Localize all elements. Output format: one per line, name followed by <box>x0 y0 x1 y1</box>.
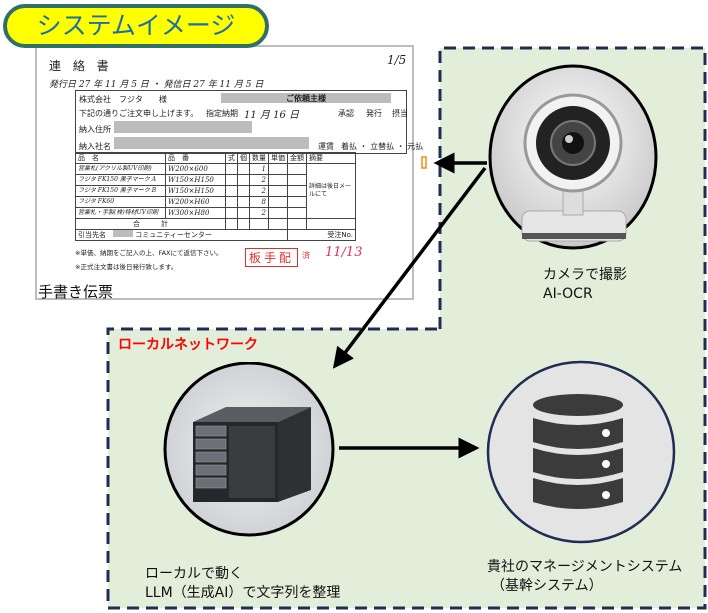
total-row: 合 計 <box>75 218 356 230</box>
slip-stamp-label: 摂当 <box>392 109 408 118</box>
item-qty: 2 <box>249 174 269 186</box>
slip-footer: ※正式注文書は後日発行致します。 <box>75 263 178 271</box>
total-label: 合 計 <box>75 218 226 230</box>
column-header: 金額 <box>287 152 307 164</box>
column-header: 品 番 <box>165 152 226 164</box>
stamp-date: 11/13 <box>325 245 363 260</box>
slip-items-table: 品 名 品 番 式 個 数量 単価 金額 摘要 営業札(アクリル製UV印刷)W2… <box>75 152 356 241</box>
item-code: W200×600 <box>165 163 226 175</box>
slip-delivery-name: 納入社名 <box>79 142 111 151</box>
column-header: 摘要 <box>306 152 356 164</box>
camera-label-line: AI-OCR <box>543 286 593 302</box>
column-header: 個 <box>237 152 250 164</box>
slip-stamp-label: 承認 <box>338 109 354 118</box>
camera-label-line: カメラで撮影 <box>543 267 627 283</box>
column-header: 品 名 <box>75 152 166 164</box>
slip-issue-line: 発行日 27 年 11 月 5 日 ・ 発信日 27 年 11 月 5 日 <box>49 80 264 90</box>
slip-to-company: 株式会社 フジタ 様 <box>79 95 167 104</box>
doc-caption: 手書き伝票 <box>38 283 114 301</box>
llm-label-line: ローカルで動く <box>145 566 243 582</box>
camera-label: カメラで撮影 AI-OCR <box>543 266 627 304</box>
item-name: フジタ FK60 <box>75 196 166 208</box>
slip-due-value: 11 月 16 日 <box>244 110 299 121</box>
stamp-done: 済 <box>302 251 310 260</box>
title-pill: システムイメージ <box>3 4 269 48</box>
slip-footer: ※単価、納期をご記入の上、FAXにて返信下さい。 <box>75 249 223 257</box>
table-header-row: 品 名 品 番 式 個 数量 単価 金額 摘要 <box>75 152 356 164</box>
item-name: フジタ FK150 黒子マーク A <box>75 174 166 186</box>
slip-heading: 連 絡 書 <box>49 59 113 73</box>
item-qty: 8 <box>249 196 269 208</box>
redaction <box>114 121 252 133</box>
note-bubble: 詳細は後日メールにて <box>306 163 356 219</box>
server-icon <box>163 362 335 537</box>
slip-client: ご依頼主様 <box>286 94 326 103</box>
redaction <box>221 93 391 103</box>
pickup-row: 引当先名 コミュニティーセンター 受注No. <box>75 229 356 241</box>
system-label-line: 貴社のマネージメントシステム <box>487 559 683 575</box>
slip-due-label: 指定納期 <box>206 109 238 118</box>
item-code: W150×H150 <box>165 185 226 197</box>
llm-label: ローカルで動く LLM（生成AI）で文字列を整理 <box>145 565 340 603</box>
item-name: 営業札・手製(株)特材UV印刷 <box>75 207 166 219</box>
item-name: フジタ FK150 黒子マーク B <box>75 185 166 197</box>
column-header: 単価 <box>268 152 288 164</box>
slip-header-box: 株式会社 フジタ 様 ご依頼主様 下記の通りご注文申し上げます。 指定納期 11… <box>75 90 423 154</box>
item-qty: 2 <box>249 185 269 197</box>
slip-shipping: 運賃 <box>318 142 334 151</box>
redaction <box>114 137 309 149</box>
redaction <box>113 230 133 237</box>
slip-shipping-options: 着払 ・ 立替払 ・ 元払 <box>341 142 424 151</box>
item-code: W300×H80 <box>165 207 226 219</box>
database-icon <box>486 360 676 544</box>
column-header: 数量 <box>249 152 269 164</box>
slip-stamp-label: 発行 <box>366 109 382 118</box>
lan-label: ローカルネットワーク <box>118 337 258 353</box>
item-code: W150×H150 <box>165 174 226 186</box>
item-qty: 1 <box>249 163 269 175</box>
system-label-line: （基幹システム） <box>491 578 603 594</box>
slip-delivery-place: 納入住所 <box>79 125 111 134</box>
slip-order-line: 下記の通りご注文申し上げます。 <box>79 109 199 118</box>
received-label: 受注No. <box>327 231 353 239</box>
item-name: 営業札(アクリル製UV印刷) <box>75 163 166 175</box>
llm-label-line: LLM（生成AI）で文字列を整理 <box>145 585 341 601</box>
arrangement-stamp: 板手配 <box>245 248 299 267</box>
column-header: 式 <box>225 152 238 164</box>
handwritten-slip-image: 連 絡 書 1/5 発行日 27 年 11 月 5 日 ・ 発信日 27 年 1… <box>35 45 423 301</box>
camera-icon <box>488 64 658 250</box>
system-label: 貴社のマネージメントシステム （基幹システム） <box>487 558 682 596</box>
page-title: システムイメージ <box>36 11 236 40</box>
pickup-label: 引当先名 <box>78 231 106 239</box>
table-row: 営業札(アクリル製UV印刷)W200×600 1 詳細は後日メールにて <box>75 163 356 219</box>
item-qty: 2 <box>249 207 269 219</box>
slip-page: 1/5 <box>387 53 407 67</box>
pickup-value: コミュニティーセンター <box>135 231 212 239</box>
item-code: W200×H60 <box>165 196 226 208</box>
